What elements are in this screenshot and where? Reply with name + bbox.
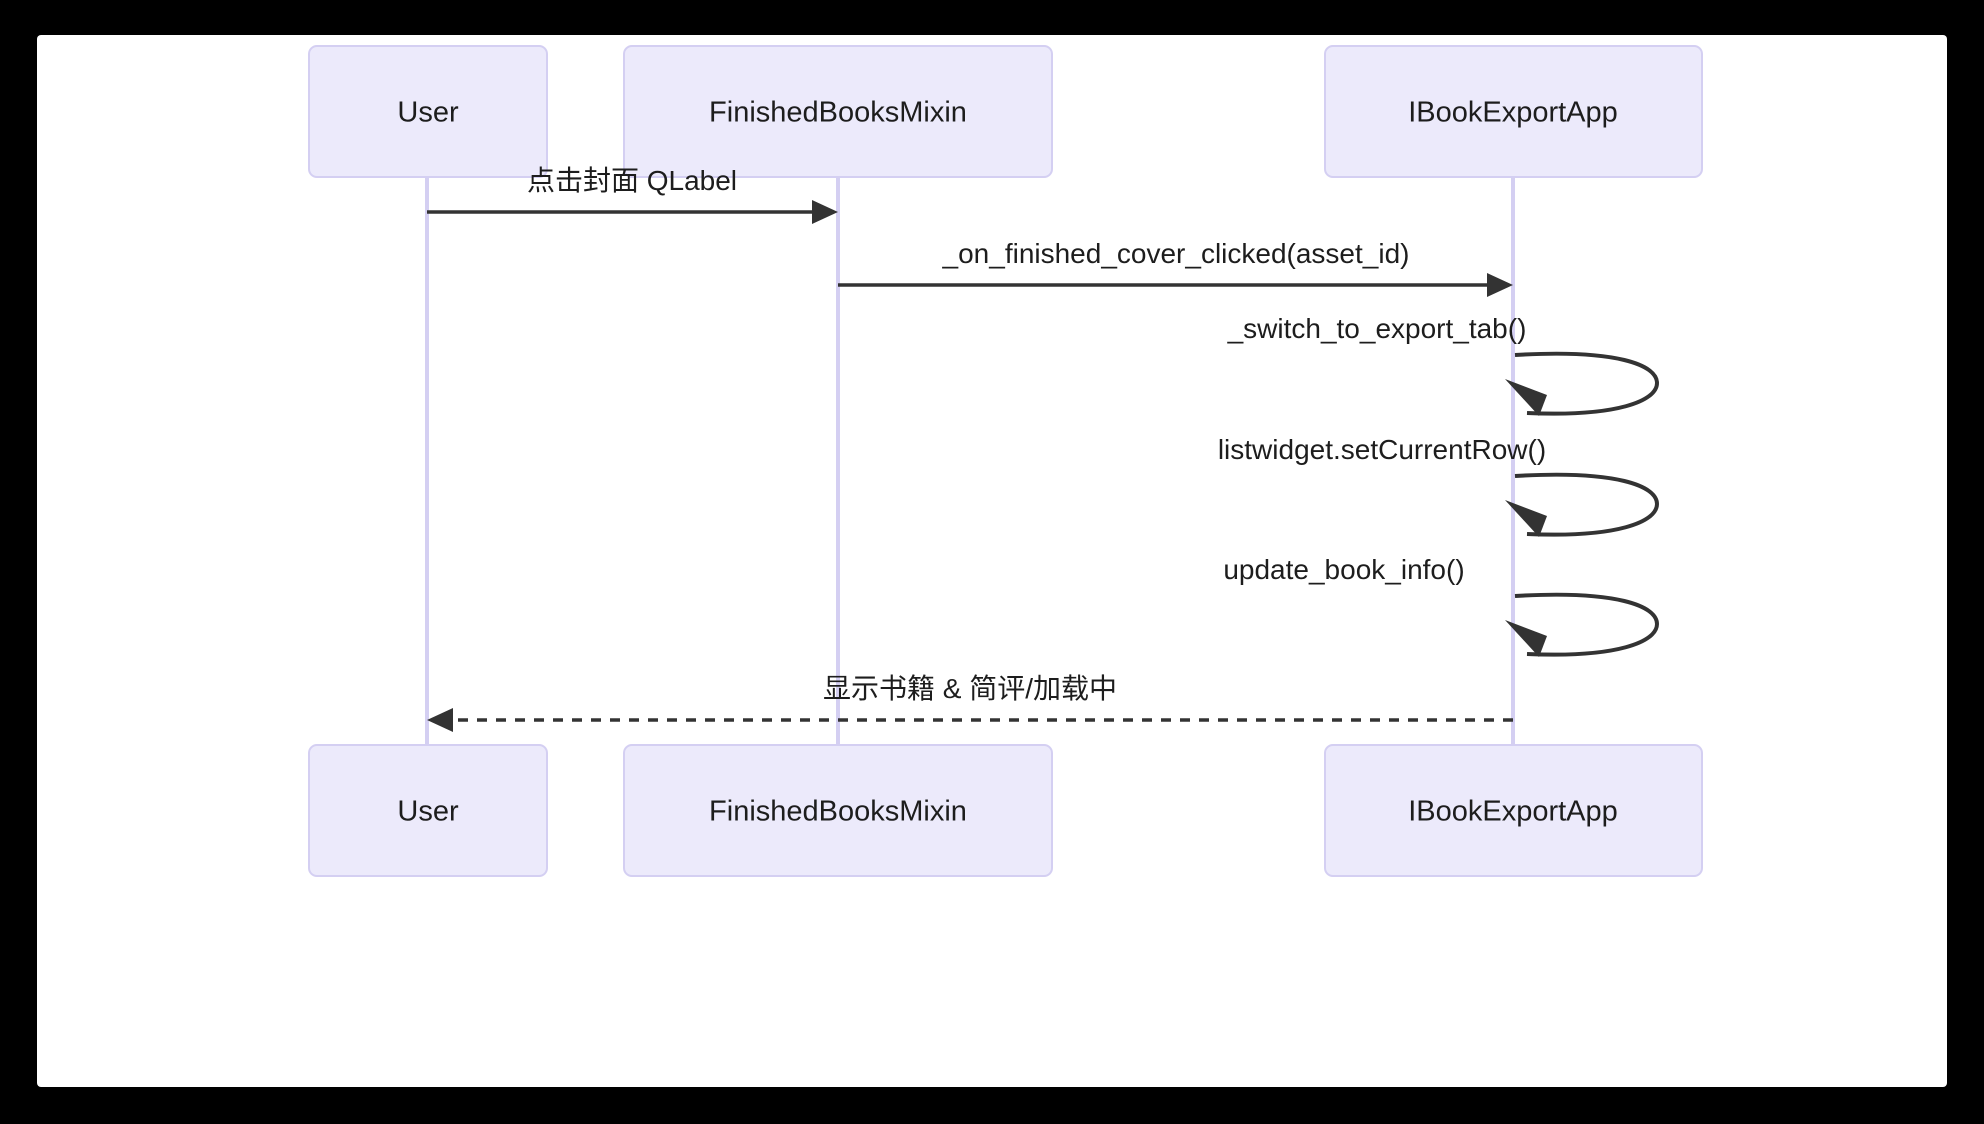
message-2-arrowhead — [1505, 379, 1547, 416]
actor-box-rect — [1324, 45, 1703, 178]
message-0-click-cover-qlabel[interactable]: 点击封面 QLabel — [427, 165, 838, 224]
message-0-label: 点击封面 QLabel — [527, 165, 737, 196]
message-4-self-loop — [1514, 592, 1660, 657]
message-3-label: listwidget.setCurrentRow() — [1218, 434, 1546, 465]
message-3-self-loop — [1514, 472, 1660, 537]
actor-box-rect — [1324, 744, 1703, 877]
message-3-listwidget-setcurrentrow[interactable]: listwidget.setCurrentRow() — [1218, 434, 1660, 537]
actor-box-bottom-finishedbooksmixin[interactable]: FinishedBooksMixin — [623, 744, 1053, 877]
actor-label-bottom-finishedbooksmixin: FinishedBooksMixin — [709, 796, 967, 828]
message-5-label: 显示书籍 & 简评/加载中 — [823, 673, 1117, 704]
actor-box-rect — [308, 45, 548, 178]
actor-box-rect — [623, 45, 1053, 178]
message-2-label: _switch_to_export_tab() — [1227, 313, 1527, 344]
actor-label-bottom-user: User — [397, 796, 459, 828]
actor-label-top-ibookexportapp: IBookExportApp — [1408, 97, 1618, 129]
actor-label-bottom-ibookexportapp: IBookExportApp — [1408, 796, 1618, 828]
diagram-canvas: User FinishedBooksMixin IBookExportApp U… — [37, 35, 1947, 1087]
message-3-arrowhead — [1505, 500, 1547, 537]
actor-box-top-ibookexportapp[interactable]: IBookExportApp — [1324, 45, 1703, 178]
actor-box-rect — [623, 744, 1053, 877]
sequence-diagram-svg: User FinishedBooksMixin IBookExportApp U… — [308, 45, 1703, 877]
actor-box-rect — [308, 744, 548, 877]
message-4-update-book-info[interactable]: update_book_info() — [1223, 554, 1660, 657]
actor-box-top-user[interactable]: User — [308, 45, 548, 178]
message-2-switch-to-export-tab[interactable]: _switch_to_export_tab() — [1227, 313, 1660, 416]
actor-label-top-finishedbooksmixin: FinishedBooksMixin — [709, 97, 967, 129]
message-1-on-finished-cover-clicked[interactable]: _on_finished_cover_clicked(asset_id) — [838, 238, 1513, 297]
actor-box-bottom-user[interactable]: User — [308, 744, 548, 877]
message-5-arrowhead — [427, 708, 453, 732]
message-4-arrowhead — [1505, 620, 1547, 657]
message-2-self-loop — [1514, 351, 1660, 416]
actor-label-top-user: User — [397, 97, 459, 129]
message-1-arrowhead — [1487, 273, 1513, 297]
lifelines — [425, 177, 1515, 745]
message-1-label: _on_finished_cover_clicked(asset_id) — [942, 238, 1410, 269]
actor-box-bottom-ibookexportapp[interactable]: IBookExportApp — [1324, 744, 1703, 877]
actor-box-top-finishedbooksmixin[interactable]: FinishedBooksMixin — [623, 45, 1053, 178]
message-5-display-book-and-review[interactable]: 显示书籍 & 简评/加载中 — [427, 673, 1513, 732]
message-0-arrowhead — [812, 200, 838, 224]
message-4-label: update_book_info() — [1223, 554, 1464, 585]
